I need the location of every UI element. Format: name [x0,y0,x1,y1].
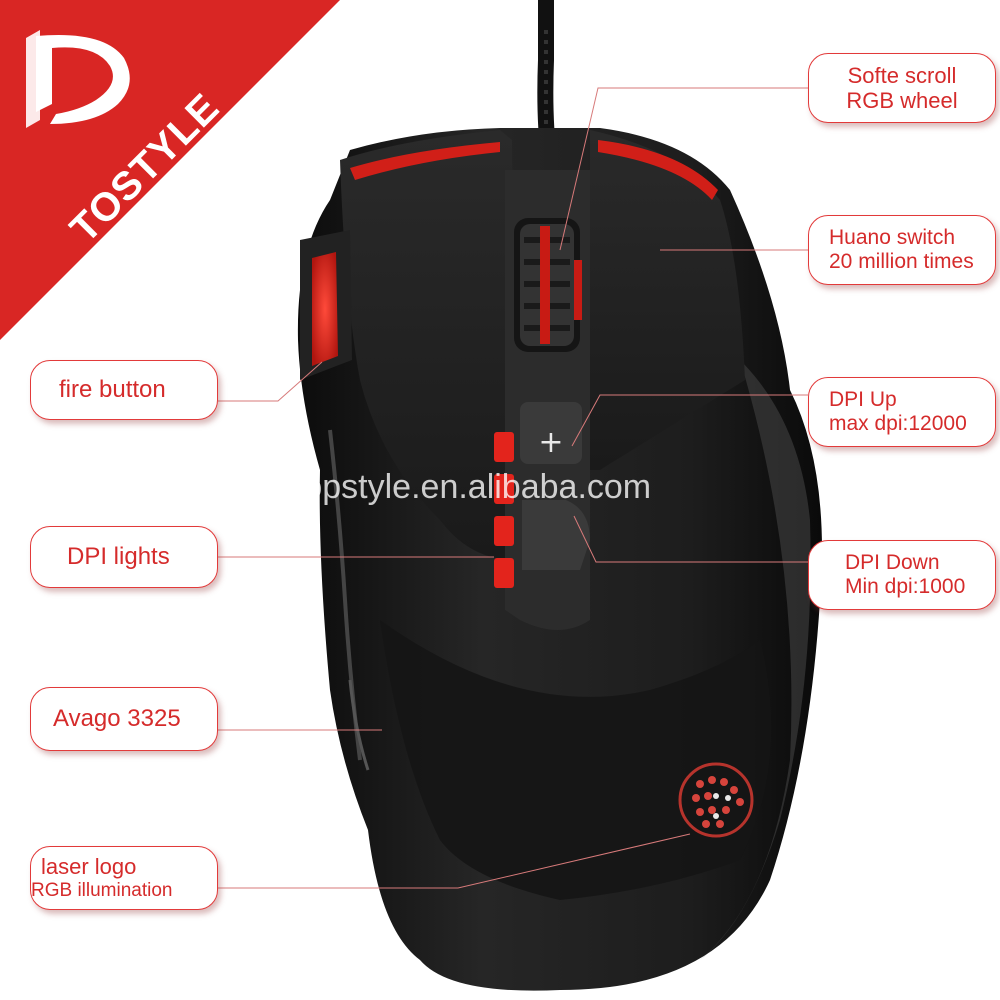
brand-banner [0,0,340,340]
callout-line: DPI lights [67,543,170,571]
callout-switch: Huano switch 20 million times [808,215,996,285]
callout-fire-button: fire button [30,360,218,420]
mouse-cable [537,0,556,151]
callout-leader-lines [218,87,808,889]
callout-line: RGB wheel [846,88,958,113]
banner-triangle [0,0,340,340]
callout-line: 20 million times [829,250,974,273]
dpi-down-button [522,500,590,570]
callout-line: Avago 3325 [53,705,181,733]
left-click-button [340,130,515,560]
scroll-wheel [514,218,582,352]
callout-laser-logo: laser logo RGB illumination [30,846,218,910]
callout-dpi-down: DPI Down Min dpi:1000 [808,540,996,610]
callout-line: Softe scroll [847,62,957,88]
laser-logo [678,762,754,838]
svg-text:+: + [538,425,563,460]
callout-sensor: Avago 3325 [30,687,218,751]
callout-line: DPI Up [829,387,897,411]
fire-button [300,230,352,380]
watermark: cntopstyle.en.alibaba.com [258,468,652,506]
callout-line: Min dpi:1000 [845,575,966,598]
right-click-button [590,130,745,470]
dpi-lights [494,432,514,588]
callout-dpi-lights: DPI lights [30,526,218,588]
callout-scroll-wheel: Softe scroll RGB wheel [808,53,996,123]
callout-line: max dpi:12000 [829,412,967,435]
callout-line: RGB illumination [31,879,173,901]
callout-line: Huano switch [829,225,956,249]
callout-dpi-up: DPI Up max dpi:12000 [808,377,996,447]
callout-line: DPI Down [845,550,940,574]
callout-line: laser logo [41,854,137,880]
brand-logo-mark [26,30,130,128]
callout-line: fire button [59,376,166,404]
dpi-up-button: + [520,402,582,464]
